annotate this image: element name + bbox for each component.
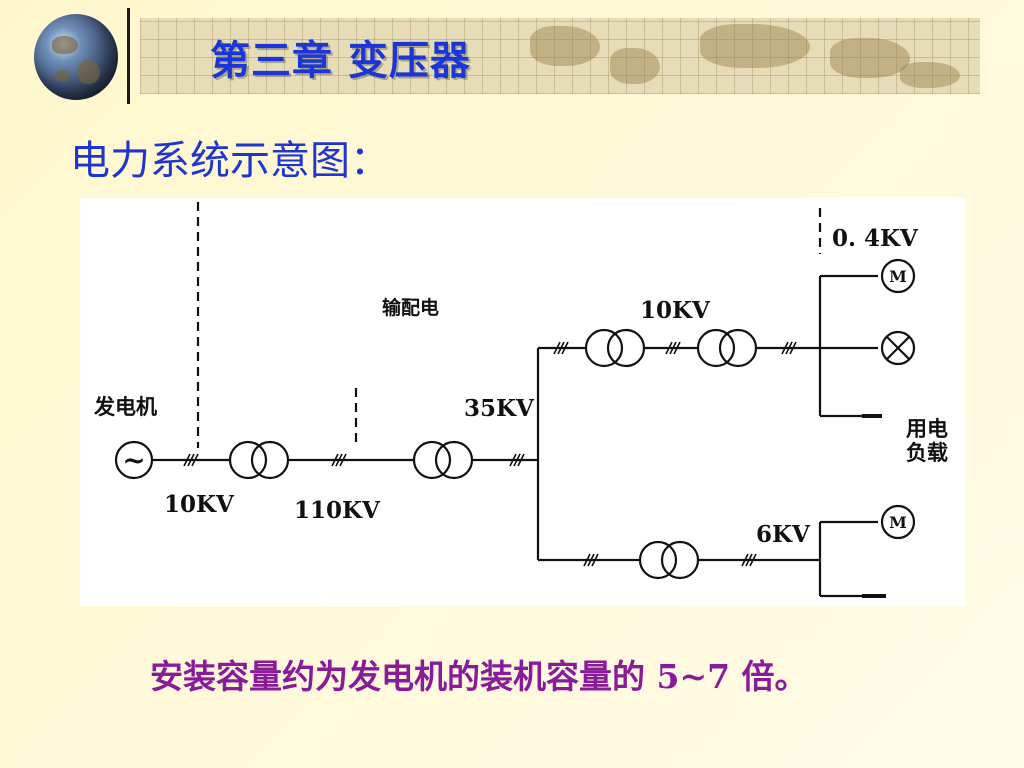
motor-1-label: M xyxy=(889,267,907,286)
globe-logo xyxy=(34,14,118,100)
header-divider xyxy=(127,8,130,104)
transformer-3-coil-a xyxy=(584,328,624,368)
slide-subtitle: 电力系统示意图： xyxy=(70,138,390,184)
header-map-band xyxy=(140,18,980,94)
transformer-1-coil-a xyxy=(228,440,268,480)
motor-2-label: M xyxy=(889,513,907,532)
label-load-line2: 负载 xyxy=(906,440,948,465)
motor-1-symbol xyxy=(880,258,916,294)
lamp-symbol xyxy=(880,330,916,366)
label-load-line1: 用电 xyxy=(906,416,948,441)
label-10kv-upper: 10KV xyxy=(640,297,711,324)
phase-mark-8 xyxy=(741,553,757,567)
label-generator: 发电机 xyxy=(93,394,157,419)
generator-tilde: ~ xyxy=(122,444,145,477)
label-110kv: 110KV xyxy=(294,497,381,524)
transformer-2-coil-b xyxy=(434,440,474,480)
power-system-diagram: ~ M M 发电机 输配电 10KV 110KV 35KV 10KV 0. 4K… xyxy=(80,198,966,606)
transformer-2-coil-a xyxy=(412,440,452,480)
label-35kv: 35KV xyxy=(464,395,535,422)
phase-mark-4 xyxy=(553,341,569,355)
phase-mark-5 xyxy=(665,341,681,355)
phase-mark-1 xyxy=(183,453,199,467)
lamp-cross-b xyxy=(886,336,910,360)
transformer-1-coil-b xyxy=(250,440,290,480)
phase-mark-6 xyxy=(781,341,797,355)
transformer-5-coil-a xyxy=(638,540,678,580)
label-transmission: 输配电 xyxy=(382,296,439,319)
label-10kv-gen: 10KV xyxy=(164,491,235,518)
transformer-3-coil-b xyxy=(606,328,646,368)
phase-mark-7 xyxy=(583,553,599,567)
motor-2-symbol xyxy=(880,504,916,540)
label-6kv: 6KV xyxy=(756,521,811,548)
slide-caption: 安装容量约为发电机的装机容量的 5~7 倍。 xyxy=(150,657,808,696)
power-system-svg: ~ M M 发电机 输配电 10KV 110KV 35KV 10KV 0. 4K… xyxy=(93,202,948,598)
slide-title: 第三章 变压器 xyxy=(210,38,471,84)
phase-mark-2 xyxy=(331,453,347,467)
transformer-4-coil-a xyxy=(696,328,736,368)
phase-mark-3 xyxy=(509,453,525,467)
label-04kv: 0. 4KV xyxy=(832,225,919,252)
transformer-5-coil-b xyxy=(660,540,700,580)
transformer-4-coil-b xyxy=(718,328,758,368)
